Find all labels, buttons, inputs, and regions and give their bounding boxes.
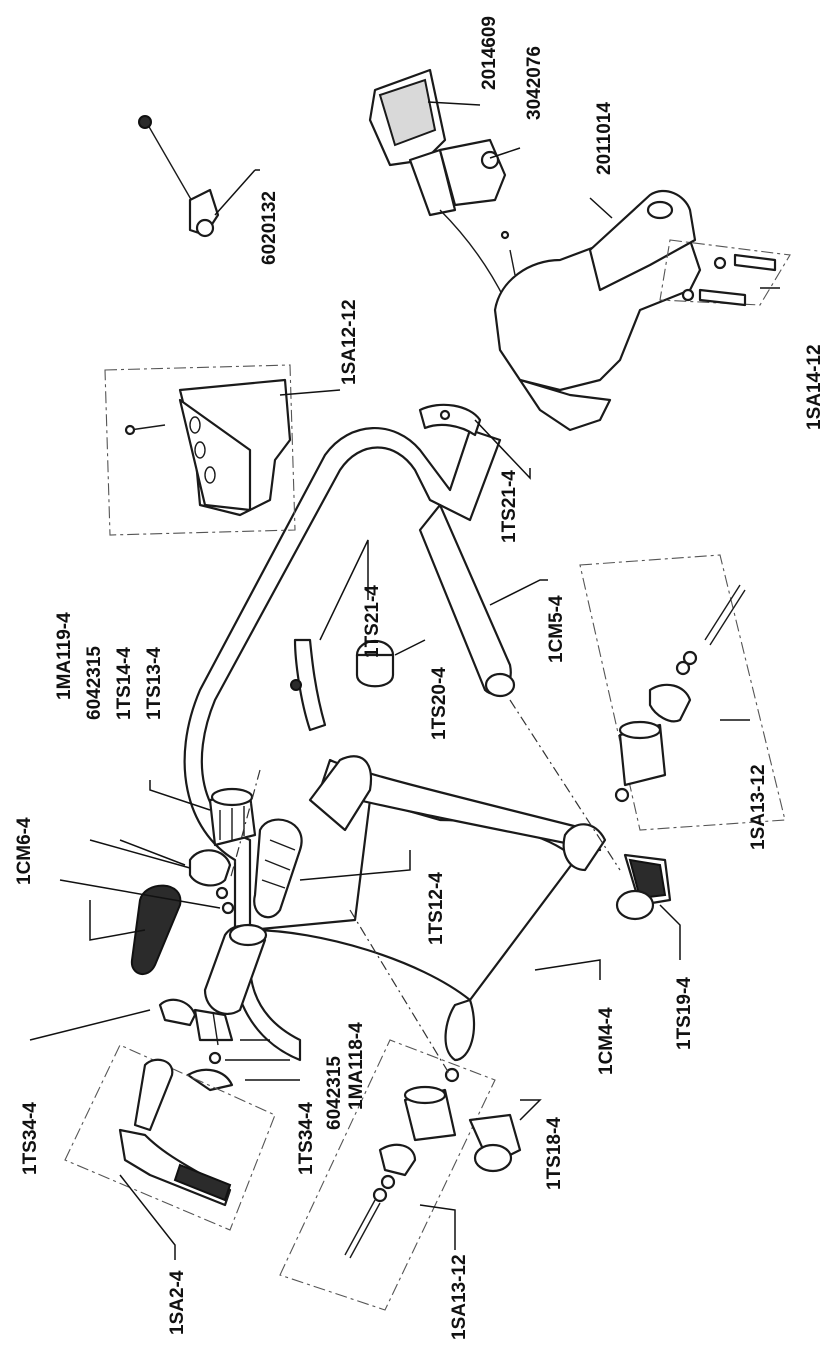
plug-1TS20-4 (355, 639, 395, 688)
console-assembly (368, 68, 791, 432)
left-cluster (130, 787, 303, 1092)
label-1SA13-12-right: 1SA13-12 (748, 764, 769, 850)
group-1SA13-12-left (279, 1039, 496, 1311)
label-3042076: 3042076 (524, 46, 545, 120)
label-1CM6-4: 1CM6-4 (14, 817, 35, 885)
leader-lines (29, 101, 780, 1260)
cap-1TS21-4-grip (290, 638, 327, 732)
group-1SA13-12-right (579, 554, 786, 831)
part-labels: 2014609 3042076 2011014 6020132 1SA12-12… (14, 16, 825, 1340)
label-1TS20-4: 1TS20-4 (429, 667, 450, 740)
label-1SA12-12: 1SA12-12 (339, 299, 360, 385)
label-1CM5-4: 1CM5-4 (546, 595, 567, 663)
label-1TS21-4-left: 1TS21-4 (362, 585, 383, 658)
label-2014609: 2014609 (479, 16, 500, 90)
label-1TS34-4-mid: 1TS34-4 (296, 1102, 317, 1175)
label-6020132: 6020132 (259, 191, 280, 265)
label-1TS12-4: 1TS12-4 (426, 872, 447, 945)
group-1SA12-12 (104, 364, 296, 536)
cap-1TS18-4 (468, 1113, 522, 1173)
label-1TS34-4-left: 1TS34-4 (20, 1102, 41, 1175)
group-1SA2-4 (64, 1044, 276, 1231)
label-1SA2-4: 1SA2-4 (167, 1270, 188, 1335)
cap-1TS19-4 (615, 853, 672, 921)
centerlines (229, 699, 621, 1076)
label-1CM4-4: 1CM4-4 (596, 1007, 617, 1075)
label-1TS18-4: 1TS18-4 (544, 1117, 565, 1190)
label-1TS13-4: 1TS13-4 (144, 647, 165, 720)
label-1TS14-4: 1TS14-4 (114, 647, 135, 720)
label-2011014: 2011014 (594, 102, 615, 175)
label-1TS19-4: 1TS19-4 (674, 977, 695, 1050)
label-1MA118-4: 1MA118-4 (346, 1022, 367, 1110)
pin-6020132 (138, 115, 220, 238)
label-1SA13-12-left: 1SA13-12 (449, 1254, 470, 1340)
main-frame-1CM4-4 (183, 427, 607, 1062)
label-1MA119-4: 1MA119-4 (54, 612, 75, 700)
label-1SA14-12: 1SA14-12 (804, 344, 825, 430)
label-6042315-bottom: 6042315 (324, 1056, 345, 1130)
label-6042315-top: 6042315 (84, 646, 105, 720)
label-1TS21-4-right: 1TS21-4 (499, 470, 520, 543)
cap-1TS21-4-top (418, 403, 482, 437)
